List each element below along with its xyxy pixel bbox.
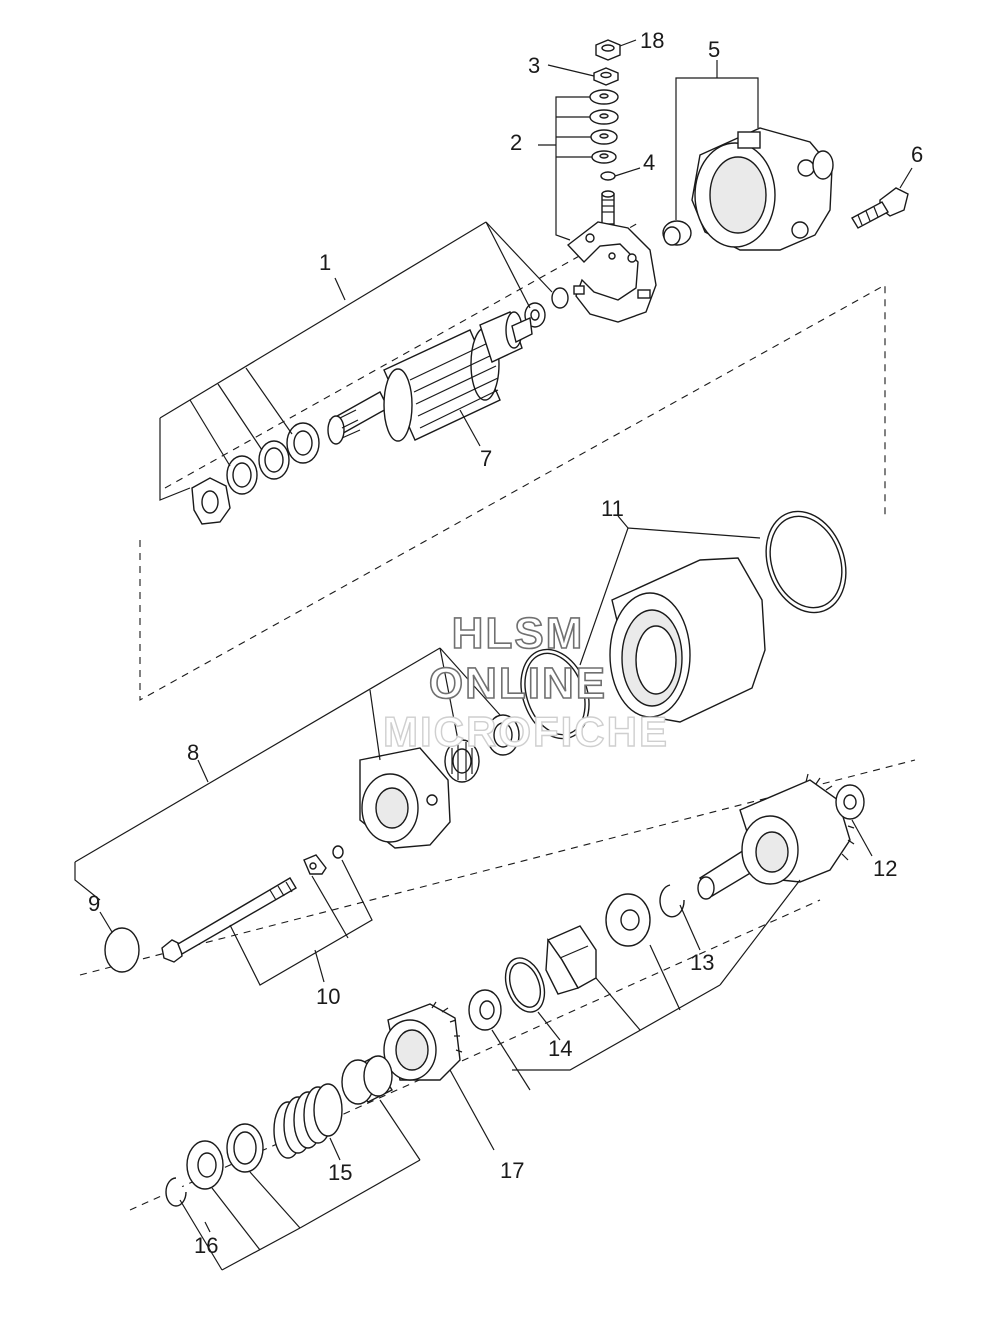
callout-3: 3 (528, 53, 540, 78)
pinion-gear-17 (383, 1001, 463, 1081)
armature-7 (327, 311, 533, 445)
o-ring-4 (600, 171, 616, 181)
callout-17: 17 (500, 1158, 524, 1183)
plate-washer-a (551, 287, 569, 309)
spacer-washer (226, 1123, 264, 1173)
bracket-bolt-10 (161, 877, 297, 963)
yoke-housing-11 (609, 557, 766, 723)
lock-washer-3 (593, 67, 619, 86)
pinion-shaft (697, 773, 855, 900)
brush-plate (566, 221, 657, 323)
watermark-line-2: ONLINE (429, 659, 607, 708)
callout-8: 8 (187, 740, 199, 765)
brush-holder-assembly (524, 39, 657, 328)
callout-16: 16 (194, 1233, 218, 1258)
needle-bearing (444, 739, 480, 783)
watermark-line-3: MICROFICHE (383, 708, 669, 755)
stopper-washer (605, 893, 651, 947)
callout-1: 1 (319, 250, 331, 275)
watermark-line-1: HLSM (452, 609, 585, 658)
split-collar (545, 925, 597, 995)
thrust-washer-12 (835, 784, 865, 820)
callout-10: 10 (316, 984, 340, 1009)
end-cover-5 (691, 127, 834, 251)
callout-11: 11 (601, 496, 624, 521)
through-bolt-6 (851, 187, 909, 229)
callout-5: 5 (708, 37, 720, 62)
callout-12: 12 (873, 856, 897, 881)
armature-washers (191, 422, 320, 525)
pinion-spring-15 (273, 1083, 343, 1159)
washer-set-2 (589, 89, 619, 164)
washer-14 (468, 989, 502, 1031)
callout-18: 18 (640, 28, 664, 53)
stop-collar (186, 1140, 224, 1190)
callout-13: 13 (690, 950, 714, 975)
callout-2: 2 (510, 130, 522, 155)
circlip-13 (659, 884, 685, 918)
callout-6: 6 (911, 142, 923, 167)
dust-cap-9 (104, 927, 140, 973)
circlip-16 (165, 1177, 187, 1207)
callout-labels: 1 2 3 4 5 6 7 8 9 10 11 12 13 14 15 16 1… (88, 28, 923, 1258)
callout-4: 4 (643, 150, 655, 175)
front-bracket-8 (359, 747, 451, 849)
pinion-sleeve (341, 1055, 394, 1105)
callout-9: 9 (88, 891, 100, 916)
callout-15: 15 (328, 1160, 352, 1185)
nut-18 (595, 39, 621, 61)
callout-7: 7 (480, 446, 492, 471)
lock-plate (303, 854, 327, 875)
bushing (662, 220, 692, 246)
oil-seal (486, 714, 520, 756)
terminal-bolt (601, 190, 615, 225)
callout-14: 14 (548, 1036, 572, 1061)
watermark: HLSM ONLINE MICROFICHE (382, 608, 669, 756)
small-o-ring (332, 845, 344, 859)
leader-lines (74, 39, 913, 1271)
